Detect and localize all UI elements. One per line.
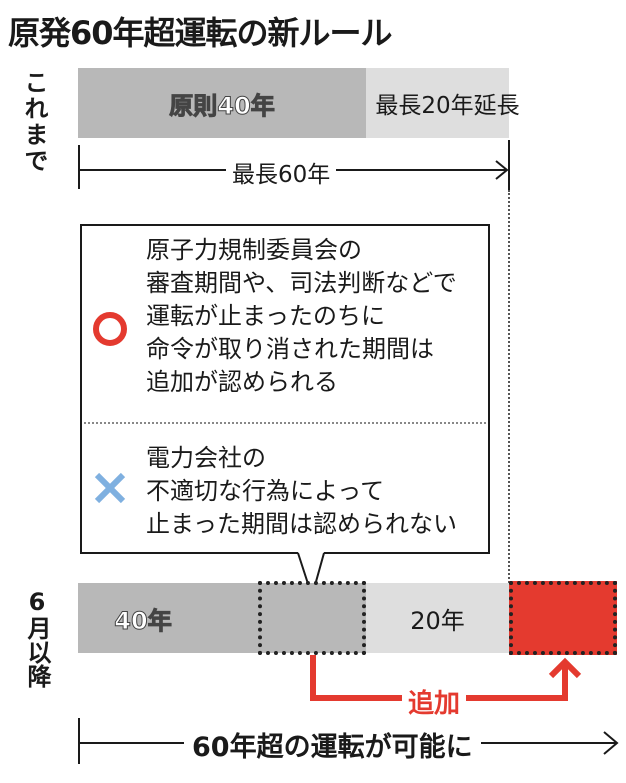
span-tick-left (78, 145, 80, 189)
row-label-after: 6月以降 (20, 588, 54, 688)
condition-line: 原子力規制委員会の (146, 236, 362, 264)
bar-extension-20: 最長20年延長 (366, 68, 520, 138)
condition-line: 命令が取り消された期間は (146, 335, 434, 363)
cross-icon (94, 472, 126, 504)
bar-principle-label: 原則40年 (169, 91, 275, 120)
total-span-tick-left (78, 718, 80, 764)
condition-allowed: 原子力規制委員会の 審査期間や、司法判断などで 運転が止まったのちに 命令が取り… (146, 234, 457, 399)
condition-line: 止まった期間は認められない (146, 510, 458, 538)
bar-extension-after-label: 20年 (410, 606, 465, 635)
paused-period-box (258, 581, 366, 655)
bar-base-40: 40年 (78, 583, 258, 653)
row-label-before: これまで (20, 70, 52, 174)
bar-principle-40: 原則40年 (78, 68, 366, 138)
bar-extension-label: 最長20年延長 (375, 93, 520, 119)
span-label-60: 最長60年 (226, 155, 337, 189)
guide-dotted-line (508, 190, 510, 583)
row-label-after-text: 6月以降 (23, 588, 51, 688)
condition-not-allowed: 電力会社の 不適切な行為によって 止まった期間は認められない (146, 442, 457, 541)
condition-line: 運転が止まったのちに (146, 302, 386, 330)
conditions-callout (80, 224, 490, 554)
condition-line: 電力会社の (146, 444, 266, 472)
circle-icon (93, 312, 127, 346)
bar-paused-period (258, 583, 366, 653)
span-tick-right (508, 140, 510, 190)
added-period-box (509, 581, 617, 655)
total-span-label: 60年超の運転が可能に (184, 725, 481, 764)
page-title: 原発60年超運転の新ルール (8, 14, 393, 52)
addition-label: 追加 (402, 683, 467, 720)
bar-extension-20-after: 20年 (366, 583, 509, 653)
condition-line: 不適切な行為によって (146, 477, 385, 505)
condition-line: 審査期間や、司法判断などで (146, 269, 457, 297)
condition-line: 追加が認められる (146, 368, 338, 396)
row-label-before-text: これまで (20, 70, 48, 174)
bar-base-label: 40年 (114, 606, 172, 635)
condition-divider (84, 422, 486, 424)
